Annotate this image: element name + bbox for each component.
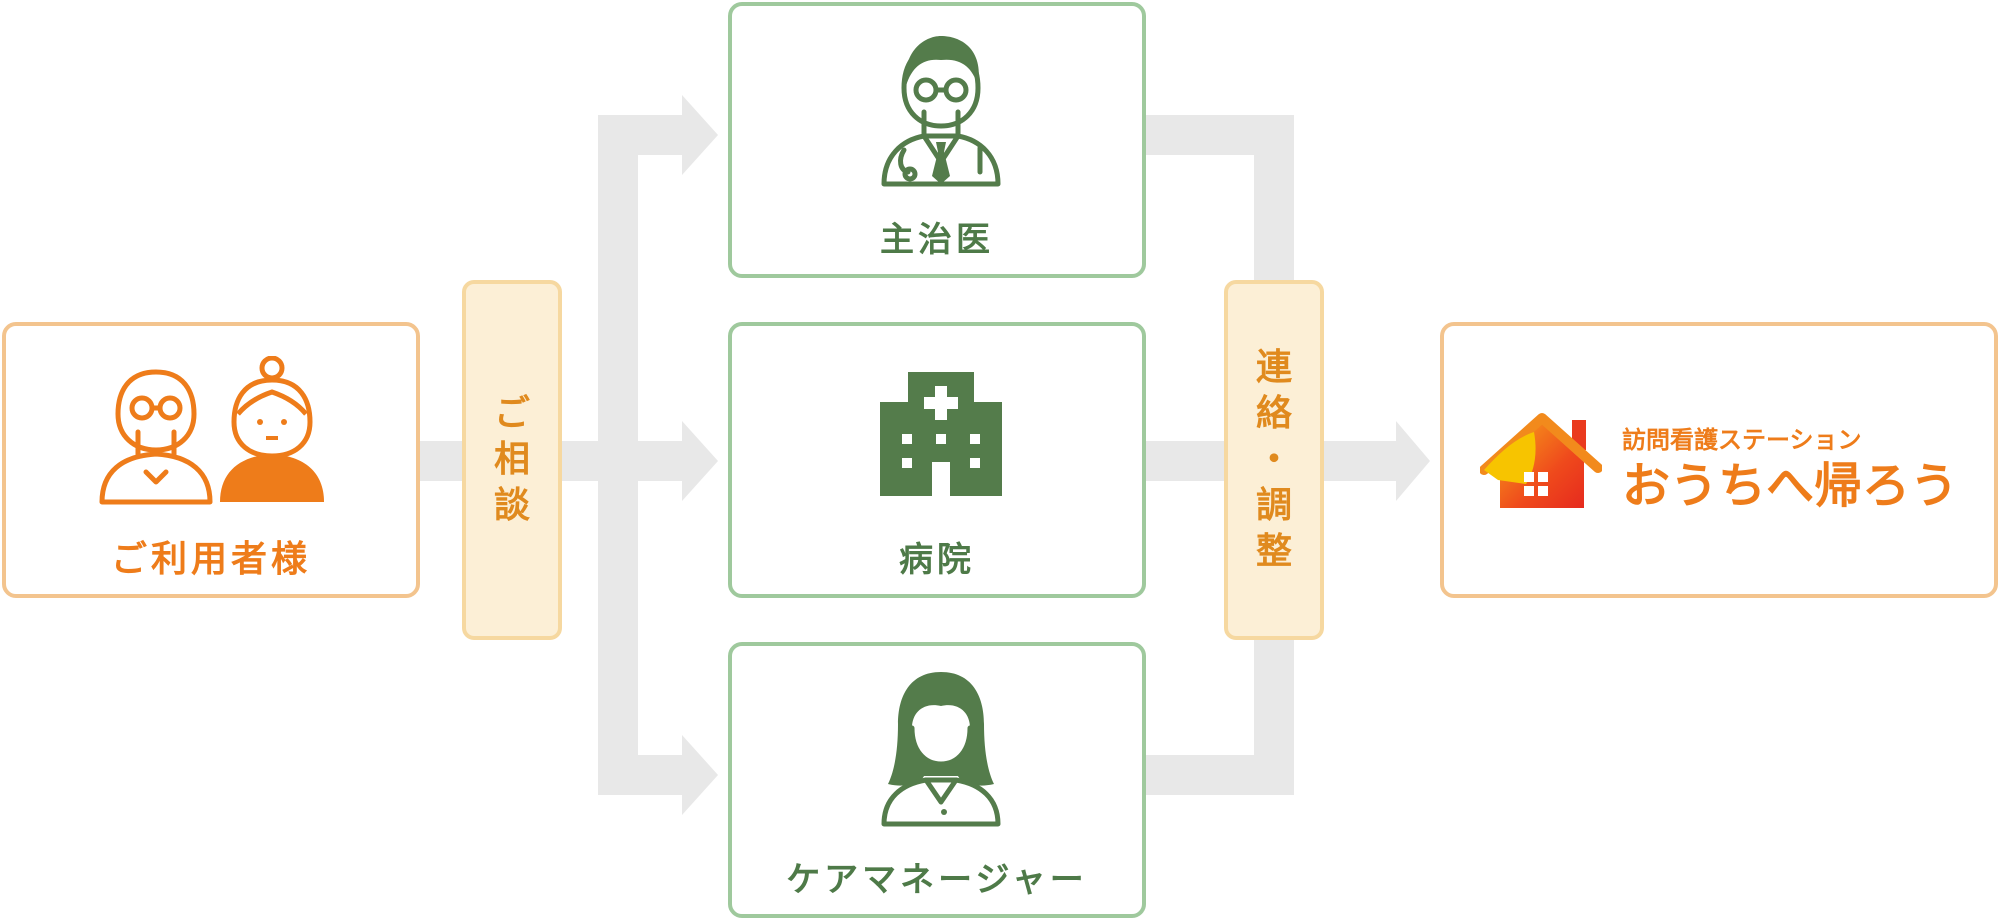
house-logo-icon xyxy=(1480,413,1602,508)
contact-char: 連 xyxy=(1255,347,1292,388)
caremanager-box: ケアマネージャー xyxy=(728,642,1146,918)
elderly-couple-icon xyxy=(99,356,324,505)
consult-char: 談 xyxy=(493,485,530,526)
consult-char: ご xyxy=(493,393,530,434)
doctor-label: 主治医 xyxy=(880,220,994,260)
brand-subtitle: 訪問看護ステーション xyxy=(1622,426,1862,454)
caremanager-label: ケアマネージャー xyxy=(786,860,1088,900)
consult-pill: ご 相 談 xyxy=(462,280,562,640)
doctor-box: 主治医 xyxy=(728,2,1146,278)
consult-char: 相 xyxy=(493,439,530,480)
care-manager-icon xyxy=(881,672,1001,827)
contact-char: 絡 xyxy=(1255,393,1292,434)
contact-char: 調 xyxy=(1255,485,1292,526)
hospital-box: 病院 xyxy=(728,322,1146,598)
user-label: ご利用者様 xyxy=(110,539,311,580)
contact-char: ・ xyxy=(1255,439,1292,480)
doctor-icon xyxy=(881,36,1001,187)
contact-pill: 連 絡 ・ 調 整 xyxy=(1224,280,1324,640)
hospital-label: 病院 xyxy=(899,540,975,580)
brand-name: おうちへ帰ろう xyxy=(1622,458,1959,514)
hospital-icon xyxy=(880,372,1002,496)
contact-char: 整 xyxy=(1255,531,1292,572)
user-box: ご利用者様 xyxy=(2,322,420,598)
